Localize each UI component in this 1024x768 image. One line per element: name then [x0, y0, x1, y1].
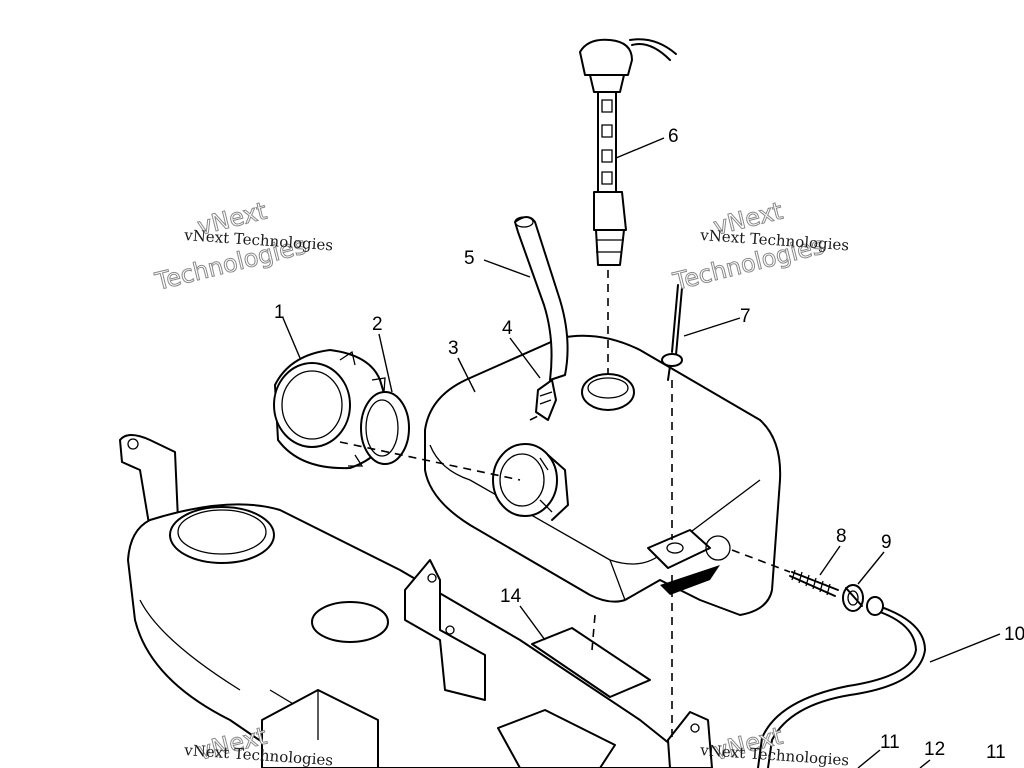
callout-3: 3: [448, 338, 459, 359]
callout-12: 12: [924, 739, 945, 760]
pad-part: [531, 627, 651, 698]
callout-11b: 11: [986, 742, 1006, 763]
hose-clamp: [842, 584, 864, 612]
watermark-left: vNext Technologies vNext Technologies: [151, 196, 333, 296]
watermark-right: vNext Technologies vNext Technologies: [669, 196, 849, 296]
callout-14: 14: [500, 586, 522, 607]
callout-4: 4: [502, 318, 513, 339]
leader-lines: [282, 137, 1001, 768]
fuel-hose: [757, 596, 926, 768]
chassis-frame: [119, 434, 713, 768]
fuel-tank: [424, 334, 782, 616]
callout-2: 2: [372, 314, 383, 335]
callout-7: 7: [740, 306, 751, 327]
watermark-bottom-right: vNext vNext Technologies: [699, 721, 850, 768]
callout-6: 6: [668, 126, 679, 147]
cap-gasket: [360, 391, 410, 465]
callout-5: 5: [464, 248, 475, 269]
fuel-gauge-sender: [579, 38, 677, 266]
callout-11a: 11: [880, 732, 900, 753]
assembly-lines: [339, 270, 791, 740]
rivet: [661, 284, 683, 381]
vent-fitting: [535, 379, 557, 421]
spring: [789, 569, 839, 597]
callout-1: 1: [274, 302, 285, 323]
callouts: 1 2 3 4 5 6 7 8 9 10 11 11 12 14: [274, 126, 1024, 763]
callout-8: 8: [836, 526, 847, 547]
callout-9: 9: [881, 532, 892, 553]
callout-10: 10: [1004, 624, 1024, 645]
